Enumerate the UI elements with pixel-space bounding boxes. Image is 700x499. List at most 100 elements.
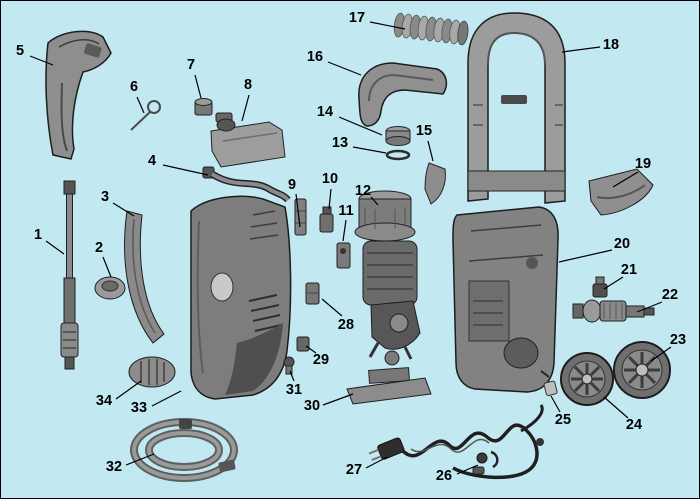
callout-number-33: 33 (131, 400, 147, 416)
nozzle-holder-part (588, 168, 654, 216)
callout-number-26: 26 (436, 468, 452, 484)
leader-line-12 (370, 196, 379, 206)
callout-number-5: 5 (16, 43, 24, 59)
callout-number-16: 16 (307, 49, 323, 65)
oval-grille-part (128, 356, 176, 388)
leader-line-1 (45, 240, 65, 255)
bracket-11-part (336, 242, 351, 269)
leader-line-26 (456, 464, 479, 475)
leader-line-14 (338, 116, 383, 136)
callout-number-25: 25 (555, 412, 571, 428)
bracket-29-part (296, 336, 310, 352)
leader-line-25 (550, 395, 561, 413)
leader-line-8 (241, 94, 250, 122)
callout-number-1: 1 (34, 227, 42, 243)
power-cord-part (368, 404, 544, 480)
deflector-15-part (424, 162, 446, 205)
leader-line-11 (342, 219, 347, 242)
leader-line-10 (328, 188, 332, 210)
bracket-31-part (283, 356, 295, 375)
leader-line-13 (352, 146, 387, 154)
leader-line-29 (305, 345, 317, 354)
leader-line-30 (322, 393, 354, 406)
callout-number-12: 12 (355, 183, 371, 199)
front-housing-part (190, 195, 292, 400)
callout-number-32: 32 (106, 459, 122, 475)
callout-number-18: 18 (603, 37, 619, 53)
detergent-tank-part (210, 112, 286, 168)
leader-line-18 (561, 46, 601, 53)
callout-number-21: 21 (621, 262, 637, 278)
leader-line-2 (102, 256, 112, 278)
leader-line-5 (29, 55, 54, 66)
motor-pump-assembly (362, 240, 421, 366)
leader-line-34 (115, 380, 142, 400)
cable-hooks-part (472, 450, 499, 475)
rear-housing-part (452, 206, 559, 397)
bracket-28-part (305, 282, 320, 305)
coupler-21-part (592, 276, 608, 298)
corrugated-hose-part (393, 12, 469, 46)
leader-line-16 (327, 61, 362, 76)
pin-wire-part (130, 100, 161, 131)
motor-top-part (354, 190, 416, 242)
leader-line-32 (125, 453, 155, 466)
bracket-10-part (319, 206, 334, 233)
callout-number-13: 13 (332, 135, 348, 151)
wishbone-trim-part (124, 210, 165, 344)
callout-number-10: 10 (322, 171, 338, 187)
callout-number-2: 2 (95, 240, 103, 256)
callout-number-4: 4 (148, 153, 156, 169)
leader-line-19 (612, 171, 639, 188)
leader-line-4 (162, 164, 209, 176)
callout-number-7: 7 (187, 57, 195, 73)
callout-number-6: 6 (130, 79, 138, 95)
callout-number-11: 11 (338, 203, 353, 219)
leader-line-15 (427, 140, 434, 162)
wheel-23-part (613, 341, 671, 399)
callout-number-3: 3 (101, 189, 109, 205)
leader-line-22 (636, 301, 663, 313)
callout-number-9: 9 (288, 177, 296, 193)
leader-line-31 (289, 370, 295, 382)
callout-number-15: 15 (416, 123, 432, 139)
leader-line-33 (151, 390, 182, 407)
callout-number-28: 28 (338, 317, 354, 333)
leader-line-9 (295, 193, 301, 228)
base-bracket-part (346, 367, 432, 405)
callout-number-31: 31 (286, 382, 302, 398)
tank-hose-part (202, 166, 291, 203)
callout-number-14: 14 (317, 104, 333, 120)
callout-number-24: 24 (626, 417, 642, 433)
callout-number-22: 22 (662, 287, 678, 303)
callout-number-17: 17 (349, 10, 365, 26)
leader-line-7 (194, 74, 202, 99)
cap-nut-part (194, 98, 213, 116)
callout-number-19: 19 (635, 156, 651, 172)
callout-number-34: 34 (96, 393, 112, 409)
callout-number-23: 23 (670, 332, 686, 348)
leader-line-6 (136, 96, 145, 114)
ring-13-part (385, 149, 411, 161)
leader-line-24 (603, 396, 629, 419)
leader-line-20 (558, 249, 613, 263)
callout-number-29: 29 (313, 352, 329, 368)
callout-number-27: 27 (346, 462, 362, 478)
callout-number-8: 8 (244, 77, 252, 93)
spray-gun-part (45, 30, 112, 160)
leader-line-3 (112, 202, 135, 217)
callout-number-20: 20 (614, 236, 630, 252)
carry-handle-part (467, 12, 566, 204)
pump-shaft-part (572, 299, 655, 323)
callout-number-30: 30 (304, 398, 320, 414)
wheel-24-part (560, 352, 614, 406)
hose-coil-part (130, 418, 238, 482)
leader-line-17 (369, 21, 406, 30)
clip-25-part (543, 380, 558, 397)
leader-line-23 (650, 346, 672, 362)
leader-line-27 (365, 456, 388, 469)
cap-14-part (385, 126, 411, 146)
